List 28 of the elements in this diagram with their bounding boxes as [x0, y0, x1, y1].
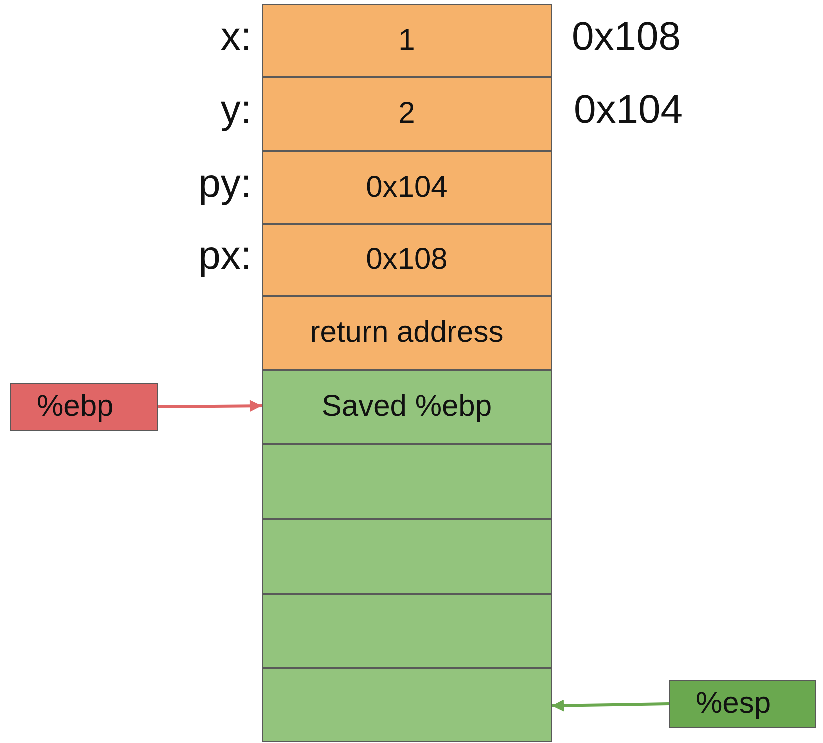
register-box	[10, 383, 158, 431]
arrow	[552, 700, 670, 712]
cell-value: 2	[398, 97, 416, 131]
register-name: %ebp	[37, 390, 114, 424]
register-name: %esp	[696, 687, 772, 721]
arrow	[158, 400, 262, 412]
stack-cell	[262, 668, 552, 742]
memory-address: 0x108	[572, 14, 681, 60]
stack-cell	[262, 4, 552, 77]
stack-cell	[262, 151, 552, 224]
variable-name: x:	[220, 14, 252, 60]
cell-value: 0x104	[366, 170, 448, 204]
register-box	[669, 680, 816, 728]
cell-value: 0x108	[366, 243, 448, 277]
stack-cell	[262, 77, 552, 151]
stack-cell	[262, 296, 552, 370]
cell-value: 1	[398, 24, 416, 58]
variable-name: px:	[198, 234, 252, 279]
stack-cell	[262, 519, 552, 594]
memory-address: 0x104	[574, 88, 683, 133]
variable-name: y:	[220, 88, 252, 133]
stack-cell	[262, 370, 552, 444]
stack-cell	[262, 224, 552, 296]
cell-value: return address	[310, 316, 504, 350]
stack-cell	[262, 594, 552, 668]
cell-value: Saved %ebp	[322, 390, 492, 424]
stack-cell	[262, 444, 552, 519]
variable-name: py:	[198, 162, 252, 206]
